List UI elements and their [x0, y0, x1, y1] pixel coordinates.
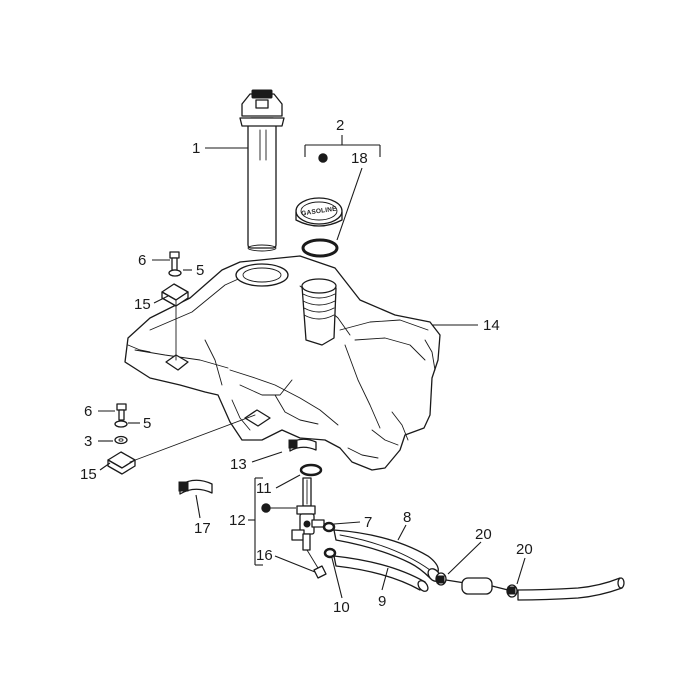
callout-2: 2 [336, 117, 344, 134]
assembly-dot-12 [261, 503, 271, 513]
callout-1: 1 [192, 140, 200, 157]
lower-rubber-pad [107, 451, 136, 475]
callout-15-upper: 15 [134, 296, 151, 313]
clamp-20-left [435, 572, 447, 586]
callout-17: 17 [194, 520, 211, 537]
fuel-level-sender [239, 89, 285, 252]
lower-washer-3 [114, 435, 128, 445]
leader-lines [98, 135, 526, 599]
tap-o-ring [299, 463, 323, 477]
callout-20-right: 20 [516, 541, 533, 558]
callout-14: 14 [483, 317, 500, 334]
callout-3: 3 [84, 433, 92, 450]
callout-8: 8 [403, 509, 411, 526]
callout-6-upper: 6 [138, 252, 146, 269]
callout-5-lower: 5 [143, 415, 151, 432]
callout-6-lower: 6 [84, 403, 92, 420]
callout-16: 16 [256, 547, 273, 564]
callout-20-left: 20 [475, 526, 492, 543]
hose-9 [333, 555, 429, 592]
upper-screw [169, 251, 180, 271]
clamp-10 [323, 547, 337, 559]
fuel-cap: GASOLINE [295, 197, 343, 227]
clamp-17 [178, 479, 213, 495]
upper-washer [168, 269, 182, 277]
fuel-tap [291, 477, 325, 551]
callout-5-upper: 5 [196, 262, 204, 279]
clamp-13 [288, 438, 317, 452]
fuel-filter [445, 577, 509, 595]
callout-7: 7 [364, 514, 372, 531]
callout-labels: 1 2 18 6 5 15 14 6 5 3 15 13 11 12 16 17… [80, 117, 533, 616]
lower-screw [116, 403, 127, 421]
outlet-hose [517, 577, 625, 601]
lower-washer-5 [114, 420, 128, 428]
callout-18: 18 [351, 150, 368, 167]
assembly-dot-2 [318, 153, 328, 163]
callout-9: 9 [378, 593, 386, 610]
drain-screw [313, 565, 327, 579]
cap-o-ring [301, 238, 339, 258]
callout-13: 13 [230, 456, 247, 473]
gasoline-label: GASOLINE [301, 205, 338, 217]
callout-15-lower: 15 [80, 466, 97, 483]
clamp-7 [322, 521, 336, 533]
fuel-tank [124, 255, 441, 471]
callout-10: 10 [333, 599, 350, 616]
clamp-20-right [506, 584, 518, 598]
callout-12: 12 [229, 512, 246, 529]
hose-8 [333, 529, 441, 582]
callout-11: 11 [256, 480, 272, 497]
